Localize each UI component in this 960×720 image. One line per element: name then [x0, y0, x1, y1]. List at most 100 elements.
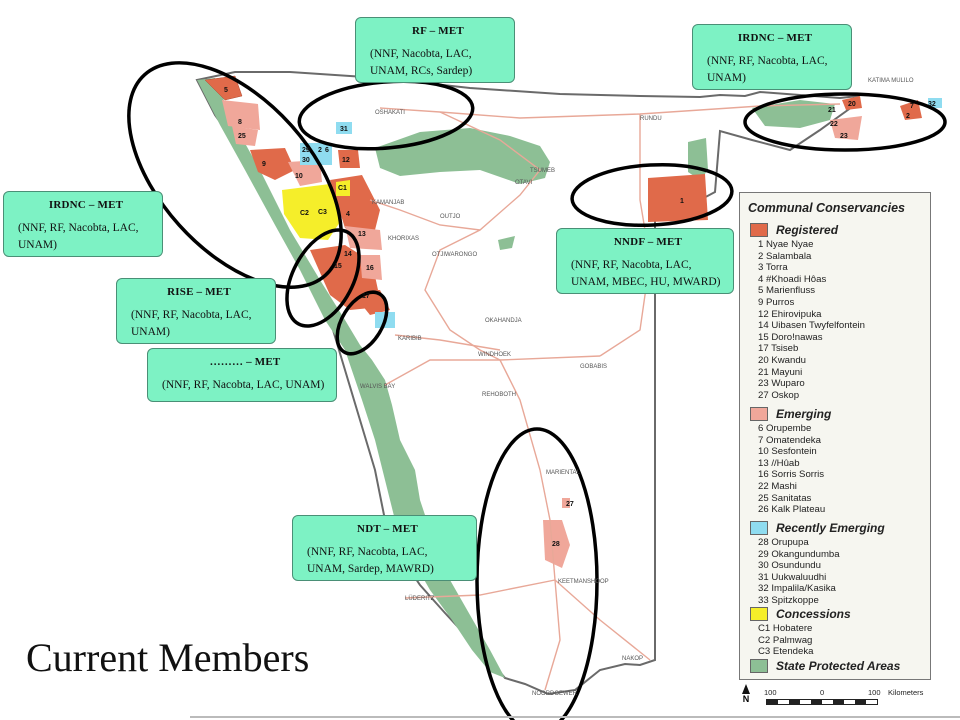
- map-numbers: 5 8 25 9 10 29 30 12 C1 C2 C3 4 13 14 15…: [224, 87, 936, 548]
- conservancy-5: [204, 75, 243, 101]
- town-label: OKAHANDJA: [485, 318, 522, 324]
- map-number: 17: [362, 293, 370, 300]
- legend-item: C3 Etendeka: [758, 646, 814, 658]
- legend-item: 26 Kalk Plateau: [758, 504, 826, 516]
- legend-item: 31 Uukwaluudhi: [758, 571, 827, 583]
- callout-title: NDT – MET: [357, 523, 418, 535]
- north-arrow-icon: [742, 684, 750, 694]
- callout-body: (NNF, RF, Nacobta, LAC, UNAM, MBEC, HU, …: [571, 258, 721, 288]
- town-label: OTAVI: [515, 180, 532, 186]
- road-network: [369, 103, 841, 691]
- legend-item: 28 Orupupa: [758, 537, 809, 548]
- map-number: 14: [344, 251, 352, 258]
- legend-item: 32 Impalila/Kasika: [758, 583, 836, 595]
- concession-c2-c3: [282, 184, 340, 240]
- conservancy-8: [222, 100, 260, 130]
- conservancy-25: [232, 126, 258, 146]
- skeleton-coast-park: [197, 78, 372, 375]
- town-label: LÜDERITZ: [405, 595, 435, 602]
- legend-item: 5 Marienfluss: [758, 285, 816, 297]
- callout-body: (NNF, RF, Nacobta, LAC, UNAM): [131, 308, 252, 338]
- callout-title: RF – MET: [412, 25, 464, 37]
- map-number: 23: [840, 133, 848, 140]
- map-number: 2: [906, 113, 910, 120]
- conservancy-9: [250, 148, 295, 180]
- callout-body: (NNF, RF, Nacobta, LAC, UNAM, Sardep, MA…: [307, 545, 434, 575]
- legend-swatch-recently-emerging: [750, 521, 768, 535]
- scale-bar-graphic: [766, 699, 878, 705]
- concession-c1: [336, 180, 350, 196]
- town-label: MARIENTAL: [546, 470, 581, 476]
- legend-item: 3 Torra: [758, 262, 788, 274]
- caprivi-park: [752, 100, 835, 128]
- conservancy-16: [360, 255, 382, 280]
- map-number: 4: [346, 211, 350, 218]
- callout-irdnc-met-west: IRDNC – MET (NNF, RF, Nacobta, LAC, UNAM…: [3, 191, 163, 257]
- map-number: 31: [340, 126, 348, 133]
- map-number: 16: [366, 265, 374, 272]
- legend-item: 1 Nyae Nyae: [758, 239, 814, 250]
- map-number: 22: [830, 121, 838, 128]
- conservancy-20: [842, 96, 862, 110]
- map-number: 20: [848, 101, 856, 108]
- map-number: 9: [262, 161, 266, 168]
- town-label: OTJIWARONGO: [432, 252, 477, 258]
- map-legend: Communal Conservancies Registered 1 Nyae…: [739, 192, 931, 680]
- conservancy-31: [336, 122, 352, 134]
- namib-naukluft-park: [345, 350, 505, 678]
- east-park: [688, 138, 708, 180]
- town-label: KEETMANSHOOP: [558, 579, 609, 585]
- legend-heading-concessions: Concessions: [776, 607, 851, 621]
- callout-title: NNDF – MET: [613, 236, 683, 248]
- map-number: 15: [334, 263, 342, 270]
- callout-body: (NNF, RF, Nacobta, LAC, UNAM): [18, 221, 139, 251]
- north-label: N: [742, 694, 750, 704]
- legend-heading-registered: Registered: [776, 223, 839, 237]
- legend-item: 2 Salambala: [758, 250, 812, 262]
- callout-body: (NNF, RF, Nacobta, LAC, UNAM): [162, 378, 325, 391]
- conservancy-12: [338, 150, 360, 168]
- map-number: 1: [680, 198, 684, 205]
- map-number: 8: [238, 119, 242, 126]
- callout-title: IRDNC – MET: [737, 32, 813, 44]
- conservancy-28: [543, 520, 570, 568]
- legend-item: 6 Orupembe: [758, 423, 812, 434]
- town-label: WALVIS BAY: [360, 384, 395, 390]
- legend-item: 10 Sesfontein: [758, 446, 817, 458]
- map-number: 27: [566, 501, 574, 508]
- callout-title: IRDNC – MET: [48, 199, 124, 211]
- legend-item: C1 Hobatere: [758, 623, 813, 634]
- legend-item: 27 Oskop: [758, 389, 800, 401]
- callout-nndf-met: NNDF – MET (NNF, RF, Nacobta, LAC, UNAM,…: [556, 228, 734, 294]
- conservancy-10: [288, 160, 322, 186]
- map-number: C1: [338, 185, 347, 192]
- legend-item: 12 Ehirovipuka: [758, 308, 822, 320]
- legend-item: 17 Tsiseb: [758, 343, 799, 355]
- legend-item: 25 Sanitatas: [758, 492, 812, 504]
- legend-list-concessions: C1 Hobatere C2 Palmwag C3 Etendeka: [758, 623, 813, 658]
- map-number: C2: [300, 210, 309, 217]
- legend-item: 30 Osundundu: [758, 560, 821, 572]
- map-number: 10: [295, 173, 303, 180]
- callout-irdnc-met-east: IRDNC – MET (NNF, RF, Nacobta, LAC, UNAM…: [692, 24, 852, 90]
- scale-label: 100: [868, 688, 881, 697]
- map-number: 28: [552, 541, 560, 548]
- highlight-ellipses: [127, 61, 947, 720]
- legend-item: 22 Mashi: [758, 480, 797, 492]
- legend-item: 16 Sorris Sorris: [758, 469, 825, 481]
- legend-item: 20 Kwandu: [758, 354, 807, 366]
- callout-title: RISE – MET: [167, 286, 231, 298]
- legend-item: 21 Mayuni: [758, 366, 803, 378]
- scale-label: 100: [764, 688, 777, 697]
- legend-item: 29 Okangundumba: [758, 548, 840, 560]
- map-number: 7: [910, 103, 914, 110]
- town-label: TSUMEB: [530, 168, 555, 174]
- legend-item: 15 Doro!nawas: [758, 331, 823, 343]
- legend-heading-recently-emerging: Recently Emerging: [776, 521, 885, 535]
- legend-list-emerging: 6 Orupembe 7 Omatendeka 10 Sesfontein 13…: [758, 423, 825, 516]
- map-number: 2: [318, 147, 322, 154]
- map-number: 30: [302, 157, 310, 164]
- legend-item: 7 Omatendeka: [758, 434, 821, 446]
- legend-swatch-registered: [750, 223, 768, 237]
